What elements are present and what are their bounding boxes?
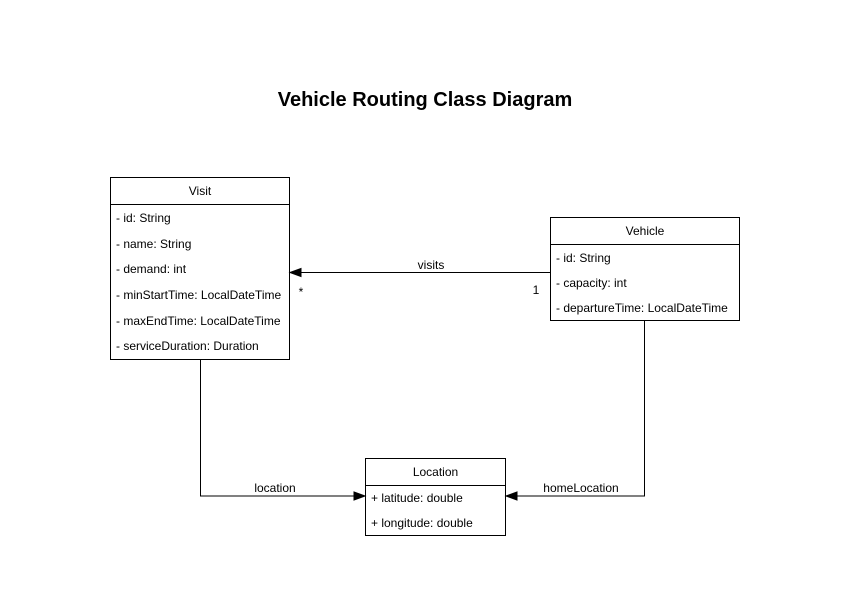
attribute-vehicle-capacity: - capacity: int <box>556 275 627 290</box>
edge-label-home-location[interactable]: homeLocation <box>531 482 631 495</box>
edge-label-location[interactable]: location <box>240 482 310 495</box>
attribute-visit-serviceduration: - serviceDuration: Duration <box>116 339 259 354</box>
edge-label-visits[interactable]: visits <box>406 259 456 272</box>
class-visit[interactable]: Visit - id: String - name: String - dema… <box>110 177 290 360</box>
attribute-visit-name: - name: String <box>116 236 192 251</box>
attribute-location-latitude: + latitude: double <box>371 491 463 506</box>
diagram-title: Vehicle Routing Class Diagram <box>277 89 573 111</box>
edge-home-location[interactable] <box>504 321 645 501</box>
attribute-vehicle-departuretime: - departureTime: LocalDateTime <box>556 300 728 315</box>
edge-visits[interactable] <box>288 267 550 278</box>
arrowhead-location <box>353 491 367 501</box>
attribute-visit-demand: - demand: int <box>116 262 187 277</box>
class-location-attributes: + latitude: double + longitude: double <box>366 486 505 535</box>
arrowhead-visits <box>288 267 302 278</box>
arrowhead-home-location <box>504 491 518 501</box>
class-location[interactable]: Location + latitude: double + longitude:… <box>365 458 506 536</box>
attribute-vehicle-id: - id: String <box>556 250 611 265</box>
class-vehicle-attributes: - id: String - capacity: int - departure… <box>551 245 739 320</box>
multiplicity-visits-target: * <box>294 286 308 299</box>
class-visit-name: Visit <box>111 178 289 205</box>
class-location-name: Location <box>366 459 505 486</box>
attribute-visit-minstarttime: - minStartTime: LocalDateTime <box>116 287 282 302</box>
attribute-location-longitude: + longitude: double <box>371 515 473 530</box>
multiplicity-visits-source: 1 <box>529 284 543 297</box>
class-visit-attributes: - id: String - name: String - demand: in… <box>111 205 289 359</box>
class-vehicle-name: Vehicle <box>551 218 739 245</box>
attribute-visit-maxendtime: - maxEndTime: LocalDateTime <box>116 313 281 328</box>
class-vehicle[interactable]: Vehicle - id: String - capacity: int - d… <box>550 217 740 321</box>
edge-location[interactable] <box>200 360 367 501</box>
attribute-visit-id: - id: String <box>116 210 171 225</box>
